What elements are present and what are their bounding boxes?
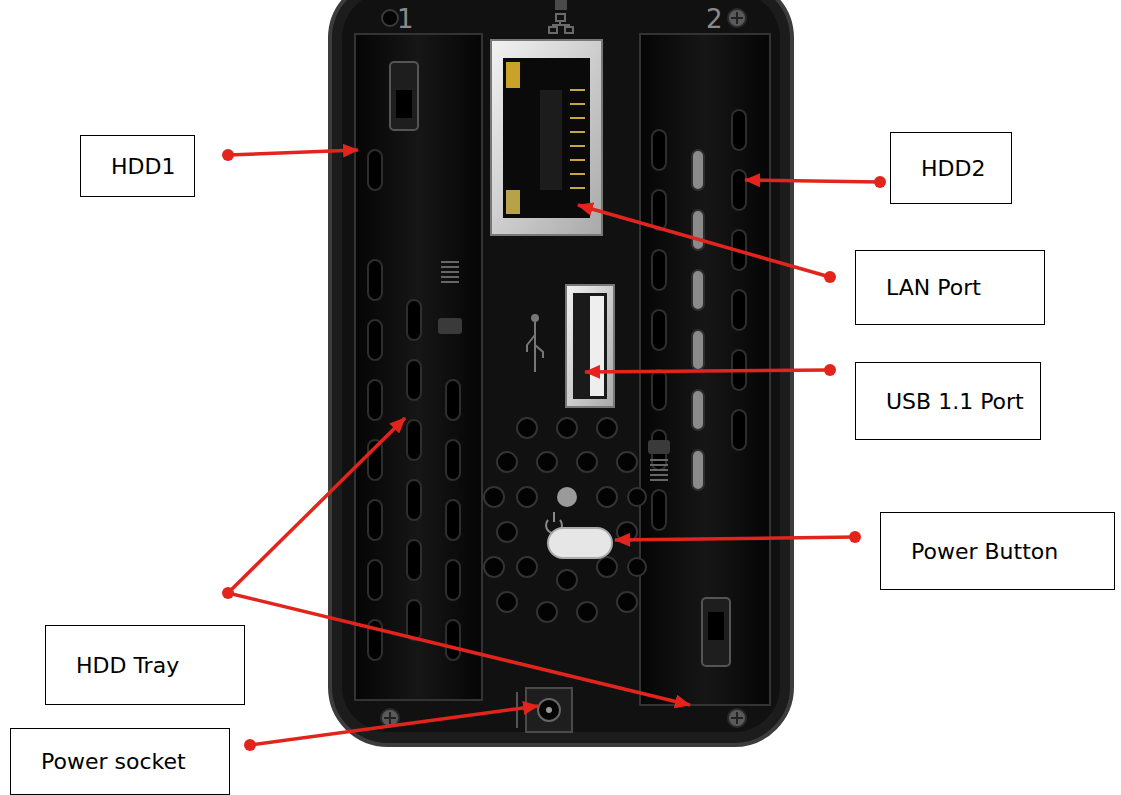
callout-text: Power socket (41, 749, 186, 774)
tray-grip-ribs (441, 262, 459, 282)
device-bezel (342, 0, 780, 732)
screw-slot (731, 12, 743, 24)
callout-box: Power Button (880, 512, 1115, 590)
callout-box: USB 1.1 Port (855, 362, 1041, 440)
power-socket (526, 688, 572, 732)
lit-vent-slots (692, 150, 704, 490)
lan-contacts (570, 90, 585, 188)
lan-latch-slot (540, 90, 562, 190)
callout-text: Power Button (911, 539, 1058, 564)
tray-latch (390, 62, 418, 130)
usb-tongue (590, 296, 604, 396)
screw-slot (731, 712, 743, 724)
lan-led (506, 62, 520, 88)
power-button (548, 528, 612, 558)
screw (728, 709, 746, 727)
top-notch (555, 0, 567, 10)
callout-box: LAN Port (855, 250, 1045, 325)
tray-latch-grip (396, 90, 412, 118)
tray-badge (438, 318, 462, 334)
power-socket-pin (546, 707, 552, 713)
leader-dots (222, 149, 886, 751)
hdd-tray (355, 34, 482, 700)
tray-latch (702, 598, 730, 666)
screw (728, 9, 746, 27)
lan-led (506, 190, 520, 214)
callout-box: HDD1 (80, 135, 195, 197)
network-icon (549, 14, 573, 33)
callout-text: HDD Tray (76, 653, 179, 678)
fan-hub (557, 487, 577, 507)
callout-box: HDD Tray (45, 625, 245, 705)
bay-number: 1 (397, 4, 414, 34)
callout-text: HDD1 (111, 154, 175, 179)
callout-box: HDD2 (890, 132, 1012, 204)
tray-latch-grip (708, 612, 724, 640)
callout-text: HDD2 (921, 156, 985, 181)
callout-box: Power socket (10, 728, 230, 795)
callout-text: USB 1.1 Port (886, 389, 1024, 414)
power-socket-hole (538, 699, 560, 721)
screw-hole (382, 10, 398, 26)
vent-slots (652, 110, 746, 530)
leader-arrows (228, 150, 880, 745)
screw-slot (384, 712, 396, 724)
usb-port-opening (573, 293, 607, 399)
callout-text: LAN Port (886, 275, 981, 300)
usb-port-frame (566, 285, 614, 407)
vent-slots (368, 150, 460, 660)
tray-grip-ribs (650, 460, 668, 480)
lan-port-opening (503, 58, 590, 218)
tray-badge (648, 440, 670, 454)
bay-number: 2 (706, 4, 723, 34)
fan-grille (484, 418, 646, 622)
usb-icon (527, 315, 543, 372)
